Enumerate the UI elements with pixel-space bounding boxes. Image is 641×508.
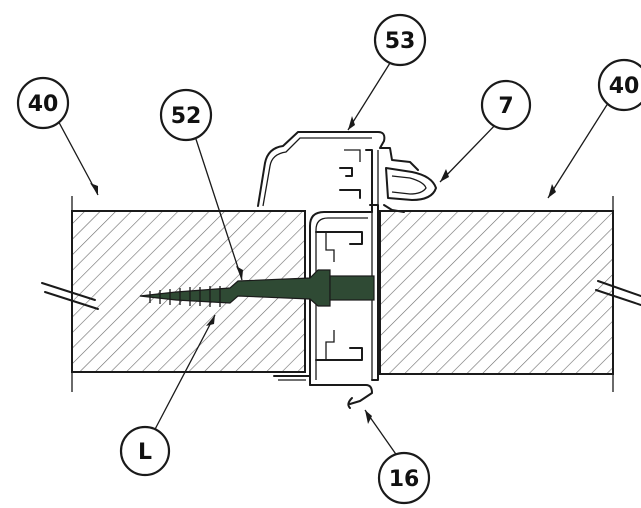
leader-cover-profile [347,54,396,131]
callout-label: 52 [171,104,202,129]
callout-length: L [119,425,171,477]
callout-label: 40 [609,74,640,99]
wall-block-right [379,196,641,392]
callout-seal: 7 [480,79,532,131]
callout-label: 40 [28,92,59,117]
callout-wall-left: 40 [16,76,70,130]
leader-seal [439,119,501,183]
callout-label: 7 [498,94,513,119]
callout-screw: 52 [159,88,213,142]
break-mark-right [595,280,641,306]
leader-wall-left [54,114,99,196]
seal [383,167,437,213]
callout-label: 16 [389,467,420,492]
leader-screw [192,129,243,281]
callout-base-profile: 16 [377,451,431,505]
leader-base-profile [364,409,401,461]
cover-profile [257,131,419,213]
leader-length [151,314,216,436]
callout-label: 53 [385,29,416,54]
leader-lines [54,54,611,461]
leader-wall-right [547,99,611,199]
screw [139,269,375,307]
break-mark-left [41,282,99,310]
callout-wall-right: 40 [597,58,641,112]
callout-cover-profile: 53 [373,13,427,67]
callout-label: L [138,440,152,465]
